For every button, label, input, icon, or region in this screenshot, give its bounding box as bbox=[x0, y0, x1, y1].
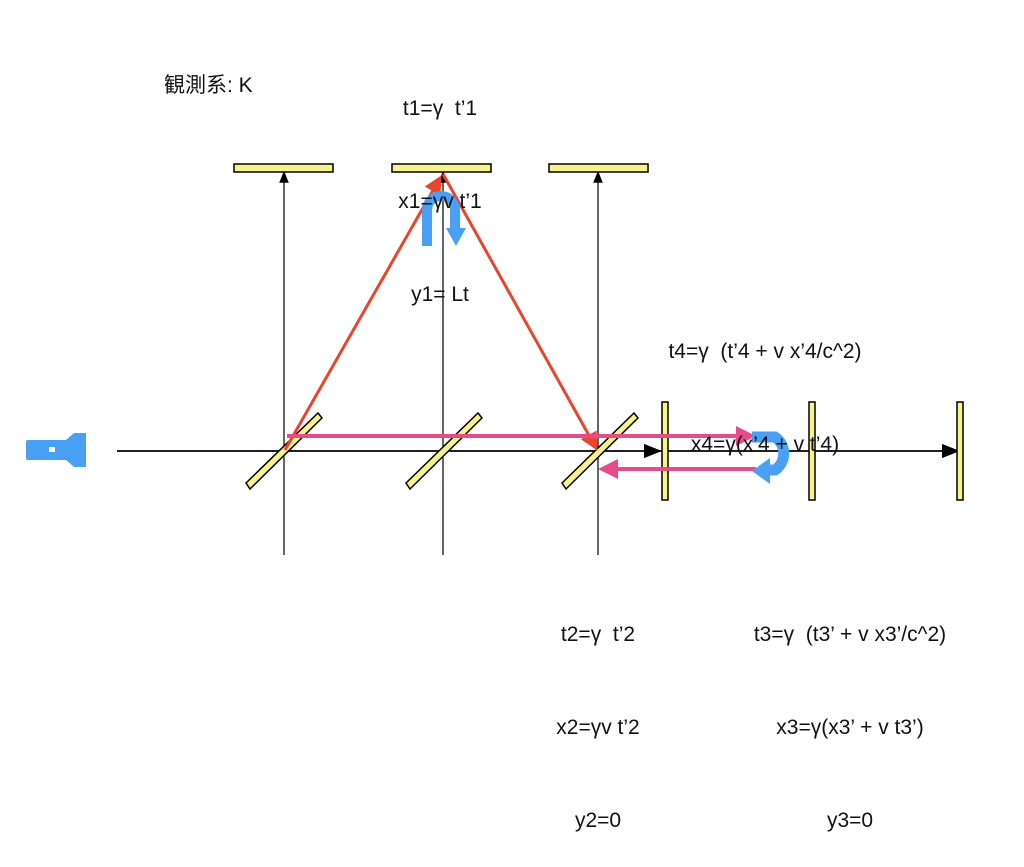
u-turn-arrow-icon bbox=[422, 191, 466, 246]
event3-t: t3=γ (t3’ + v x3’/c^2) bbox=[753, 623, 947, 646]
event2-equations: t2=γ t’2 x2=γv t’2 y2=0 bbox=[518, 557, 678, 867]
top-mirror-3 bbox=[548, 163, 649, 173]
red-beam-up bbox=[283, 175, 442, 451]
event1-equations: t1=γ t’1 x1=γv t’1 y1= Lt bbox=[360, 31, 520, 341]
event4-t: t4=γ (t’4 + v x’4/c^2) bbox=[668, 340, 862, 363]
event4-equations: t4=γ (t’4 + v x’4/c^2) x4=γ(x’4 + v t’4) bbox=[610, 274, 920, 491]
side-mirror-1 bbox=[661, 401, 669, 501]
side-mirror-2 bbox=[808, 401, 816, 501]
event2-t: t2=γ t’2 bbox=[560, 623, 636, 646]
event3-y: y3=0 bbox=[826, 809, 874, 832]
event3-x: x3=γ(x3’ + v t3’) bbox=[776, 716, 924, 739]
event2-x: x2=γv t’2 bbox=[556, 716, 640, 739]
event4-x: x4=γ(x’4 + v t’4) bbox=[690, 433, 840, 456]
frame-label: 観測系: K bbox=[164, 74, 253, 97]
u-turn-arrow-icon bbox=[752, 431, 790, 484]
event3-equations: t3=γ (t3’ + v x3’/c^2) x3=γ(x3’ + v t3’)… bbox=[695, 557, 1005, 867]
event1-y: y1= Lt bbox=[411, 283, 469, 306]
side-mirror-3 bbox=[956, 401, 964, 501]
red-beam-down bbox=[441, 173, 598, 451]
optics-diagram bbox=[26, 163, 964, 555]
event2-y: y2=0 bbox=[574, 809, 622, 832]
top-mirror-1 bbox=[233, 163, 334, 173]
event1-x: x1=γv t’1 bbox=[398, 190, 482, 213]
flashlight-icon bbox=[26, 433, 86, 467]
event1-t: t1=γ t’1 bbox=[402, 97, 478, 120]
top-mirror-2 bbox=[391, 163, 492, 173]
